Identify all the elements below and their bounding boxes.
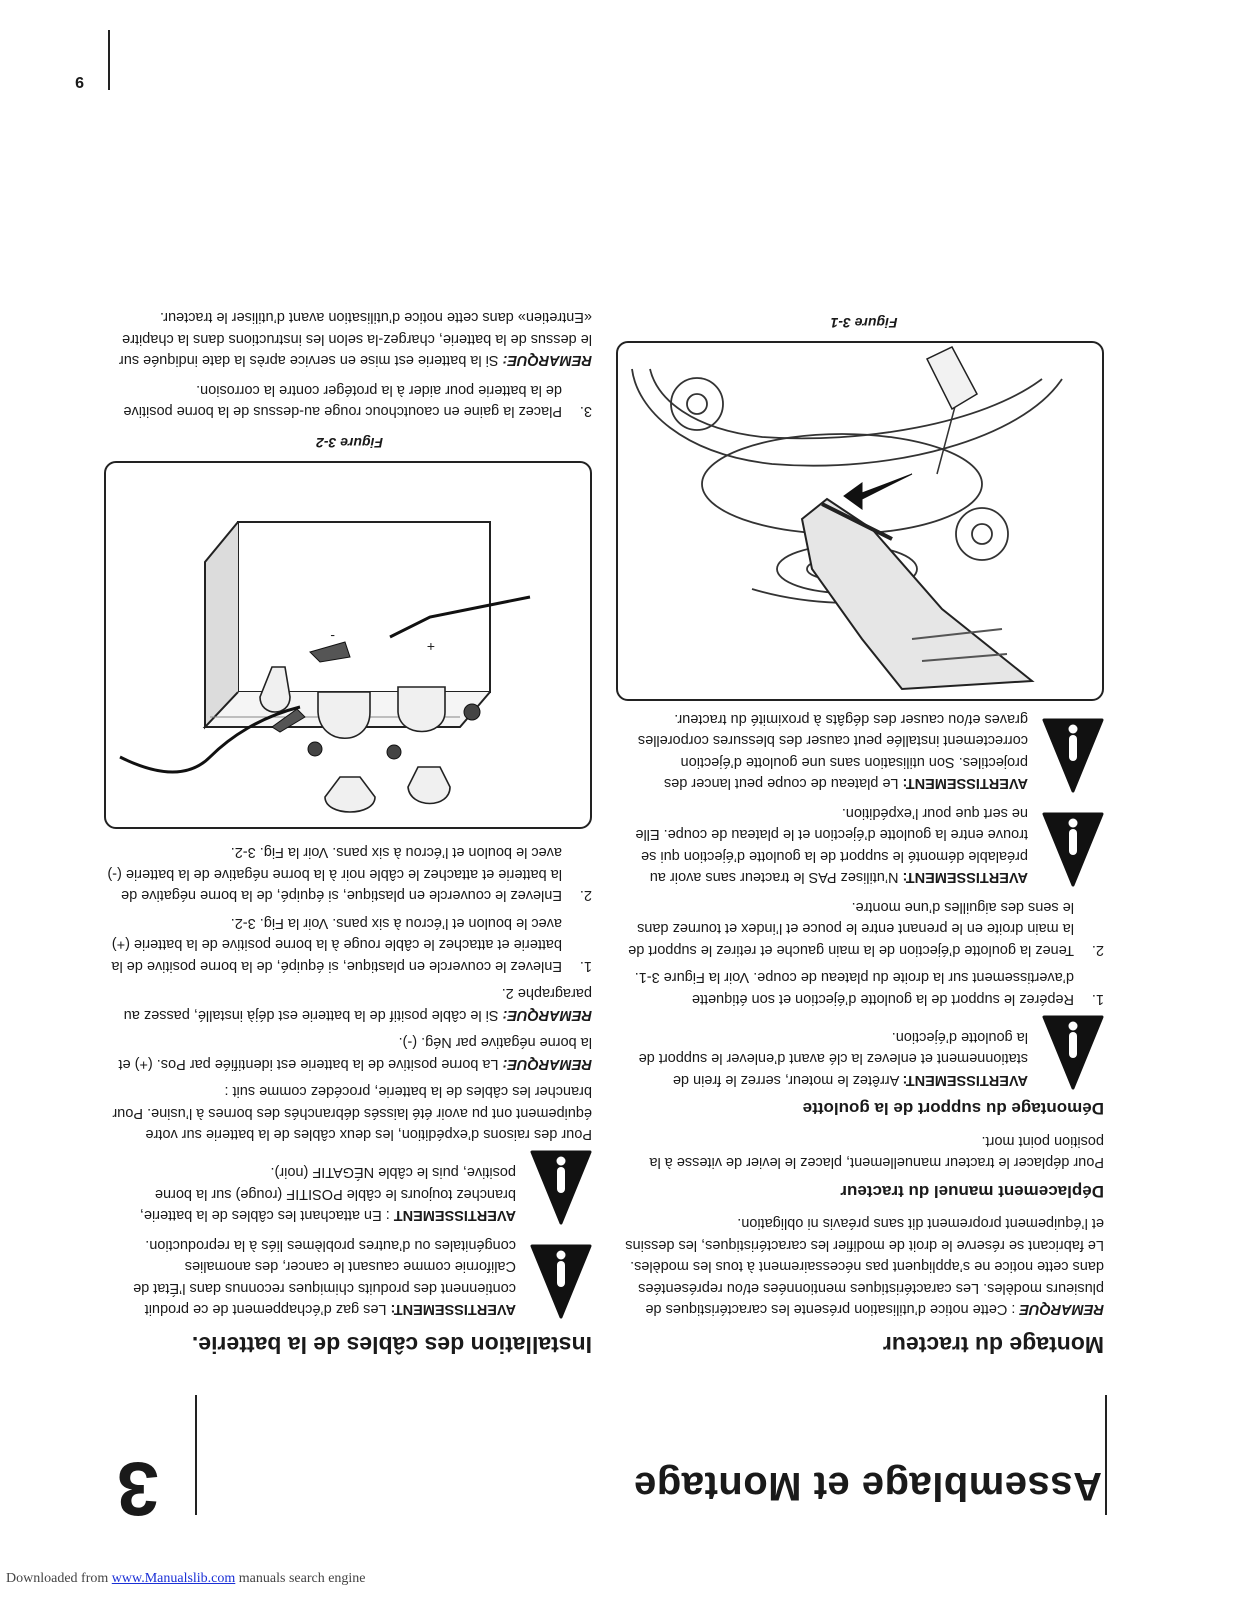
svg-text:+: + bbox=[427, 639, 435, 655]
left-column: Montage du tracteur REMARQUE : Cette not… bbox=[616, 302, 1104, 1358]
chapter-number: 3 bbox=[116, 1446, 159, 1531]
download-footer: Downloaded from www.Manualslib.com manua… bbox=[6, 1571, 366, 1586]
warning-icon bbox=[1042, 813, 1104, 887]
right-column: Installation des câbles de la batterie. … bbox=[104, 303, 593, 1358]
manual-page: Assemblage et Montage 3 9 Montage du tra… bbox=[75, 30, 1107, 1531]
battery-illustration: + - bbox=[119, 521, 531, 813]
section-heading: Installation des câbles de la batterie. bbox=[191, 1332, 592, 1358]
title-rule bbox=[1105, 1395, 1107, 1515]
figure-3-1 bbox=[616, 341, 1104, 702]
chapter-title: Assemblage et Montage bbox=[633, 1464, 1102, 1508]
warning-text: AVERTISSEMENT : En attachant les câbles … bbox=[139, 1164, 516, 1224]
remarque-paragraph: REMARQUE: Si le câble positif de la batt… bbox=[123, 985, 592, 1024]
manual-paragraph: Pour déplacer le tracteur manuellement, … bbox=[649, 1133, 1104, 1171]
remarque-paragraph: REMARQUE : Cette notice d’utilisation pr… bbox=[625, 1215, 1104, 1318]
warning-block: AVERTISSEMENT : En attachant les câbles … bbox=[107, 1151, 592, 1226]
step-item: 3.Placez la gaine en caoutchouc rouge au… bbox=[123, 382, 592, 420]
step-item: 1.Enlevez le couvercle en plastique, si … bbox=[111, 915, 592, 974]
remarque-paragraph: REMARQUE: La borne positive de la batter… bbox=[118, 1034, 593, 1073]
warning-icon bbox=[1042, 719, 1104, 793]
warning-block: AVERTISSEMENT: Les gaz d’échappement de … bbox=[107, 1234, 592, 1320]
warning-icon bbox=[530, 1151, 592, 1225]
intro-paragraph: Pour des raisons d’expédition, les deux … bbox=[112, 1083, 592, 1143]
warning-icon bbox=[530, 1245, 592, 1319]
subheading-chute: Démontage du support de la goulotte bbox=[802, 1099, 1104, 1119]
step-item: 2.Tenez la goulotte d’éjection de la mai… bbox=[628, 899, 1104, 958]
mower-deck-illustration bbox=[631, 346, 1063, 691]
subheading-manual: Déplacement manuel du tracteur bbox=[840, 1182, 1104, 1201]
step-item: 2.Enlevez le couvercle en plastique, si … bbox=[107, 844, 592, 904]
figure-caption: Figure 3-1 bbox=[830, 315, 898, 332]
warning-block: AVERTISSEMENT: Arrêtez le moteur, serrez… bbox=[624, 1015, 1104, 1090]
section-heading: Montage du tracteur bbox=[882, 1332, 1104, 1358]
figure-caption: Figure 3-2 bbox=[316, 435, 383, 451]
warning-text: AVERTISSEMENT: Le plateau de coupe peut … bbox=[637, 711, 1028, 792]
manualslib-link[interactable]: www.Manualslib.com bbox=[111, 1571, 236, 1586]
warning-text: AVERTISSEMENT: Arrêtez le moteur, serrez… bbox=[638, 1029, 1028, 1088]
figure-3-2: + - bbox=[104, 461, 592, 829]
step-item: 1.Repérez le support de la goulotte d’éj… bbox=[634, 969, 1104, 1008]
warning-block: AVERTISSEMENT: N’utilisez PAS le tracteu… bbox=[624, 802, 1104, 888]
svg-text:-: - bbox=[330, 629, 335, 645]
warning-icon bbox=[1042, 1015, 1104, 1090]
page-number: 9 bbox=[75, 73, 84, 90]
warning-block: AVERTISSEMENT: Le plateau de coupe peut … bbox=[624, 708, 1104, 794]
remarque-paragraph: REMARQUE: Si la batterie est mise en ser… bbox=[118, 309, 592, 369]
pagenum-rule bbox=[108, 30, 110, 90]
warning-text: AVERTISSEMENT: Les gaz d’échappement de … bbox=[133, 1237, 516, 1318]
warning-text: AVERTISSEMENT: N’utilisez PAS le tracteu… bbox=[635, 805, 1028, 886]
chapter-rule bbox=[195, 1395, 197, 1515]
